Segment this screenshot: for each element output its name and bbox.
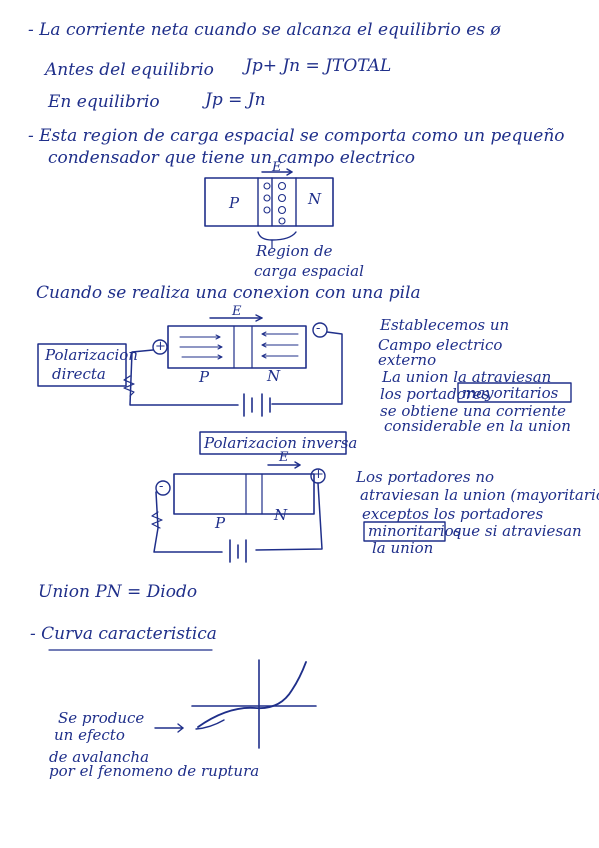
fig3-p-label: P — [215, 514, 226, 532]
reverse-note-5: la union — [372, 539, 434, 557]
reverse-note-1: Los portadores no — [356, 468, 495, 486]
right-note-2: Campo electrico — [378, 336, 503, 354]
right-note-5a: los portadores — [380, 385, 490, 403]
characteristic-curve — [48, 649, 317, 749]
fig2-minus-terminal: - — [316, 321, 321, 336]
reverse-note-4b: que si atraviesan — [452, 522, 582, 540]
right-note-5b: mayoritarios — [462, 384, 559, 402]
reverse-note-3: exceptos los portadores — [362, 505, 544, 523]
fig2-n-label: N — [267, 367, 281, 385]
forward-bias-diagram — [37, 314, 572, 417]
right-note-3: externo — [378, 351, 437, 369]
forward-bias-label-line1: Polarizacion — [45, 346, 138, 364]
right-note-4: La union la atraviesan — [382, 368, 552, 386]
note-in-equilibrium: En equilibrio — [48, 92, 160, 112]
note-characteristic-curve: - Curva caracteristica — [30, 624, 217, 644]
curve-note-3: de avalancha — [49, 748, 150, 766]
note-space-charge-region: - Esta region de carga espacial se compo… — [28, 126, 565, 146]
forward-bias-label-line2: directa — [52, 365, 106, 383]
note-before-equilibrium: Antes del equilibrio — [45, 60, 214, 80]
fig2-plus-terminal: + — [155, 339, 166, 354]
right-note-7: considerable en la union — [384, 417, 571, 435]
note-pn-diode: Union PN = Diodo — [38, 582, 198, 602]
reverse-note-4a: minoritarios — [368, 522, 462, 540]
fig1-caption-line1: Region de — [256, 242, 333, 260]
note-capacitor: condensador que tiene un campo electrico — [48, 148, 415, 168]
reverse-bias-label: Polarizacion inversa — [204, 434, 358, 452]
fig3-e-label: E — [279, 450, 289, 465]
fig1-p-label: P — [229, 194, 240, 212]
curve-note-4: por el fenomeno de ruptura — [49, 762, 260, 780]
fig1-caption-line2: carga espacial — [254, 262, 364, 280]
pn-junction-diagram — [204, 168, 334, 249]
reverse-note-2: atraviesan la union (mayoritarios) — [360, 486, 599, 504]
fig3-minus-terminal: - — [159, 479, 164, 494]
note-line-net-current: - La corriente neta cuando se alcanza el… — [28, 20, 501, 40]
fig3-plus-terminal: + — [313, 467, 324, 482]
fig2-p-label: P — [199, 368, 210, 386]
fig2-e-label: E — [232, 304, 242, 319]
right-note-1: Establecemos un — [380, 316, 510, 334]
note-connection-battery: Cuando se realiza una conexion con una p… — [36, 283, 421, 303]
curve-note-2: un efecto — [54, 726, 125, 744]
equation-total-current: Jp+ Jn = JTOTAL — [245, 56, 392, 76]
right-note-6: se obtiene una corriente — [380, 402, 567, 420]
fig1-n-label: N — [308, 190, 322, 208]
fig1-e-label: E — [272, 160, 282, 175]
curve-note-1: Se produce — [58, 709, 145, 727]
reverse-bias-diagram — [151, 431, 446, 563]
fig3-n-label: N — [274, 506, 288, 524]
equation-equal-currents: Jp = Jn — [205, 90, 266, 110]
